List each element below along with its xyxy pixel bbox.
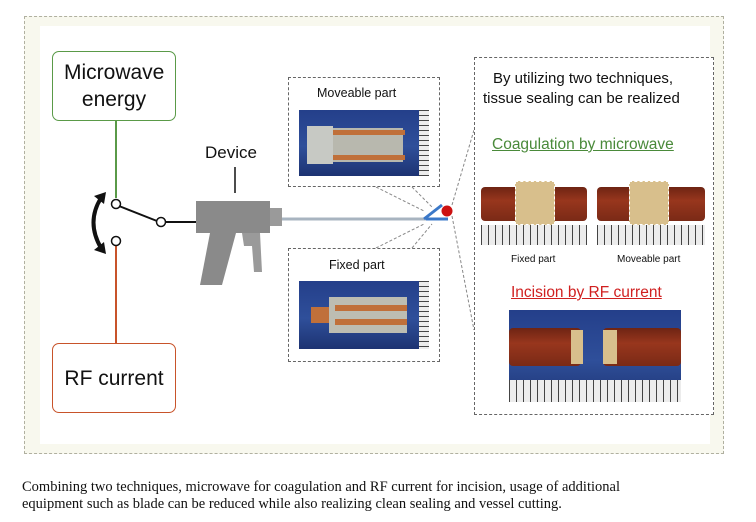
moveable-part-label: Moveable part [317, 86, 396, 100]
coagulation-heading: Coagulation by microwave [492, 136, 674, 154]
caption-line-2: equipment such as blade can be reduced w… [22, 496, 734, 513]
rf-current-box: RF current [52, 343, 176, 413]
incision-photo [509, 310, 681, 402]
figure-caption: Combining two techniques, microwave for … [22, 479, 734, 513]
device-icon [196, 201, 282, 285]
coagulation-fixed-caption: Fixed part [511, 254, 555, 265]
probe-jaw [424, 205, 442, 219]
moveable-part-photo [299, 110, 429, 176]
switch-lever [119, 206, 157, 221]
results-intro-line1: By utilizing two techniques, [493, 70, 673, 87]
rf-current-label: RF current [64, 365, 163, 392]
fixed-part-panel: Fixed part [288, 248, 440, 362]
device-label: Device [205, 143, 257, 163]
moveable-part-panel: Moveable part [288, 77, 440, 187]
coagulation-fixed-photo [481, 167, 587, 245]
results-panel: By utilizing two techniques, tissue seal… [474, 57, 714, 415]
microwave-energy-box: Microwave energy [52, 51, 176, 121]
switch-pivot [157, 218, 166, 227]
fixed-part-label: Fixed part [329, 258, 385, 272]
coagulation-moveable-photo [597, 167, 705, 245]
switch-terminal-bottom [112, 237, 121, 246]
switch-arrow-icon [94, 198, 102, 248]
results-intro-line2: tissue sealing can be realized [483, 90, 680, 107]
switch-terminal-top [112, 200, 121, 209]
fixed-part-photo [299, 281, 429, 349]
coagulation-moveable-caption: Moveable part [617, 254, 680, 265]
microwave-energy-label: Microwave energy [64, 59, 164, 113]
caption-line-1: Combining two techniques, microwave for … [22, 479, 734, 496]
incision-heading: Incision by RF current [511, 284, 662, 302]
probe-tip-marker [442, 206, 453, 217]
